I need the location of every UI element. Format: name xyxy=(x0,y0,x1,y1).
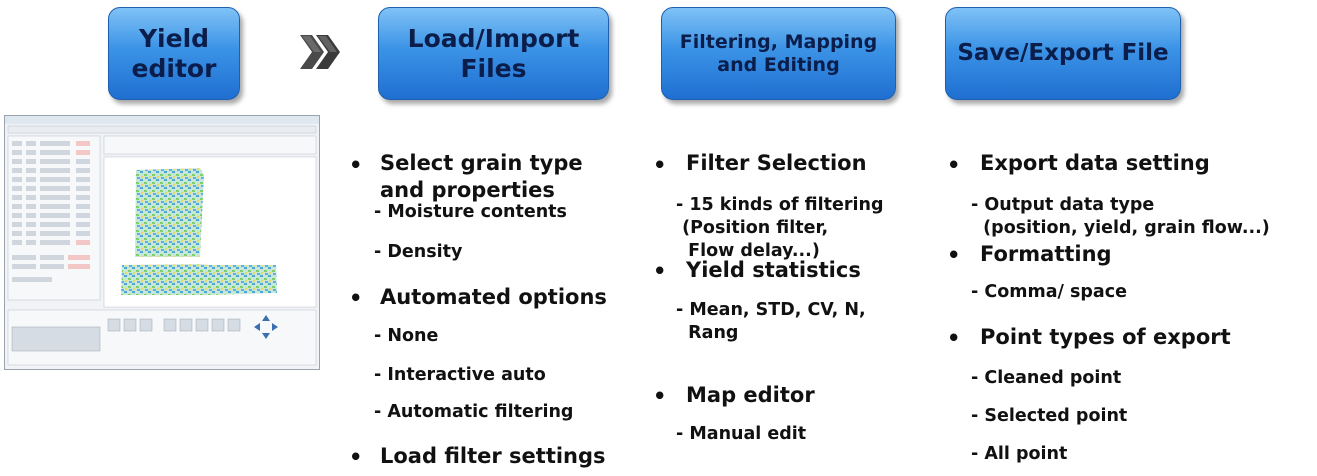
interactive-auto-text: - Interactive auto xyxy=(374,365,546,385)
bullet-mark: • xyxy=(653,153,667,177)
filtering-mapping-box: Filtering, Mapping and Editing xyxy=(661,7,896,100)
yield-statistics-text: Yield statistics xyxy=(686,258,861,282)
bullet-mark: • xyxy=(349,445,363,469)
output-data-type-text: - Output data type (position, yield, gra… xyxy=(971,195,1270,238)
comma-space-text: - Comma/ space xyxy=(971,282,1127,302)
stats-list-text: - Mean, STD, CV, N, Rang xyxy=(676,300,866,343)
point-types-text: Point types of export xyxy=(980,325,1231,349)
select-grain-text: Select grain type and properties xyxy=(380,151,583,202)
bullet-mark: • xyxy=(653,259,667,283)
double-chevron-right-icon xyxy=(300,35,340,69)
all-point-text: - All point xyxy=(971,444,1068,464)
filter-kinds-text: - 15 kinds of filtering (Position filter… xyxy=(676,195,884,261)
bullet-mark: • xyxy=(349,153,363,177)
load-import-box: Load/Import Files xyxy=(378,7,609,100)
cleaned-point-text: - Cleaned point xyxy=(971,368,1122,388)
moisture-contents-text: - Moisture contents xyxy=(374,202,567,222)
export-data-setting-text: Export data setting xyxy=(980,151,1210,175)
bullet-mark: • xyxy=(947,326,961,350)
selected-point-text: - Selected point xyxy=(971,406,1128,426)
load-filter-settings-text: Load filter settings xyxy=(380,444,606,468)
bullet-mark: • xyxy=(947,153,961,177)
bullet-mark: • xyxy=(653,384,667,408)
none-option-text: - None xyxy=(374,326,439,346)
formatting-text: Formatting xyxy=(980,242,1112,266)
automated-options-text: Automated options xyxy=(380,285,607,309)
density-text: - Density xyxy=(374,242,463,262)
manual-edit-text: - Manual edit xyxy=(676,424,807,444)
filter-selection-text: Filter Selection xyxy=(686,151,867,175)
yield-editor-box: Yield editor xyxy=(108,7,240,100)
save-export-box: Save/Export File xyxy=(945,7,1181,100)
bullet-mark: • xyxy=(349,286,363,310)
yield-editor-screenshot xyxy=(4,115,320,370)
automatic-filtering-text: - Automatic filtering xyxy=(374,402,574,422)
map-editor-text: Map editor xyxy=(686,383,815,407)
bullet-mark: • xyxy=(947,243,961,267)
